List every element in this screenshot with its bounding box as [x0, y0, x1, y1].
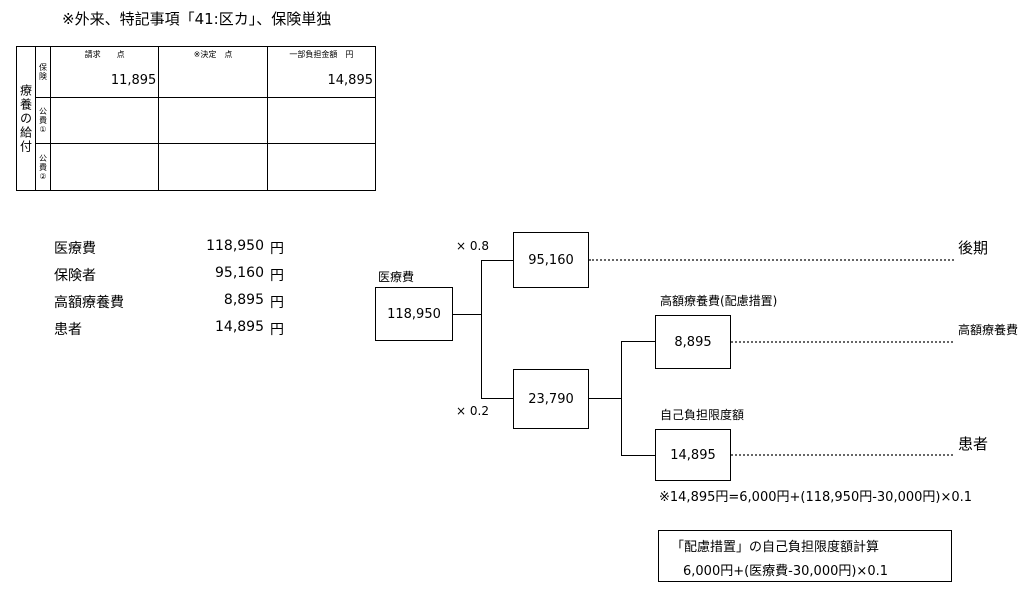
col-header-decision: ※決定 点: [193, 50, 233, 59]
kougaku-value: 8,895: [674, 334, 712, 350]
side-label: 療養の給付: [16, 46, 36, 191]
upper-value: 95,160: [528, 252, 574, 268]
right-label-patient: 患者: [958, 435, 989, 453]
summary-row-patient: 患者 14,895 円: [54, 319, 284, 341]
col-header-copay: 一部負担金額 円: [289, 50, 354, 59]
copay-amount-value: 14,895: [327, 73, 374, 88]
claim-points-value: 11,895: [110, 73, 157, 88]
copay-cell: 一部負担金額 円 14,895: [266, 46, 377, 98]
calc-note: ※14,895円=6,000円+(118,950円-30,000円)×0.1: [659, 490, 973, 505]
summary-row-medical: 医療費 118,950 円: [54, 238, 284, 260]
table-cell: [49, 96, 160, 145]
summary-label: 医療費: [54, 241, 96, 257]
kougaku-box: 8,895: [655, 315, 731, 369]
header-note: ※外来、特記事項「41:区カ」、保険単独: [62, 10, 332, 28]
connector: [621, 341, 655, 342]
summary-label: 患者: [54, 322, 82, 338]
row-label-insurance: 保険: [35, 46, 51, 98]
claim-cell: 請求 点 11,895: [49, 46, 160, 98]
summary-unit: 円: [270, 295, 284, 311]
upper-box: 95,160: [513, 232, 589, 288]
lower-value: 23,790: [528, 391, 574, 407]
root-value: 118,950: [387, 306, 441, 322]
right-label-kougaku: 高額療養費: [958, 323, 1019, 337]
dotted-leader: [731, 341, 953, 343]
connector: [481, 260, 482, 398]
summary-row-kougaku: 高額療養費 8,895 円: [54, 292, 284, 314]
connector: [621, 455, 655, 456]
summary-label: 保険者: [54, 268, 96, 284]
claim-table: 療養の給付 保険 請求 点 11,895 ※決定 点 一部負担金額 円 14,8…: [16, 46, 377, 191]
connector: [481, 398, 513, 399]
lower-box: 23,790: [513, 369, 589, 429]
root-label: 医療費: [378, 270, 415, 284]
summary-unit: 円: [270, 268, 284, 284]
connector: [589, 398, 621, 399]
limit-value: 14,895: [670, 447, 716, 463]
table-cell: [266, 143, 377, 191]
table-cell: [266, 96, 377, 145]
col-header-claim: 請求 点: [84, 50, 125, 59]
kougaku-heading: 高額療養費(配慮措置): [660, 294, 778, 308]
right-label-kouki: 後期: [958, 239, 989, 257]
decision-cell: ※決定 点: [158, 46, 268, 98]
summary-unit: 円: [270, 322, 284, 338]
formula-title: 「配慮措置」の自己負担限度額計算: [671, 540, 880, 555]
limit-heading: 自己負担限度額: [660, 408, 745, 422]
multiplier-upper: × 0.8: [456, 239, 489, 253]
row-label-public1: 公費①: [35, 96, 51, 145]
summary-label: 高額療養費: [54, 295, 124, 311]
summary-unit: 円: [270, 241, 284, 257]
dotted-leader: [589, 259, 954, 261]
summary-value: 14,895: [215, 319, 264, 335]
multiplier-lower: × 0.2: [456, 404, 489, 418]
table-cell: [49, 143, 160, 191]
formula-text: 6,000円+(医療費-30,000円)×0.1: [683, 564, 888, 579]
table-cell: [158, 143, 268, 191]
row-label-public2: 公費②: [35, 143, 51, 191]
connector: [481, 260, 513, 261]
connector: [453, 314, 481, 315]
summary-row-insurer: 保険者 95,160 円: [54, 265, 284, 287]
table-cell: [158, 96, 268, 145]
root-box: 118,950: [375, 287, 453, 341]
summary-value: 8,895: [223, 292, 264, 308]
formula-box: 「配慮措置」の自己負担限度額計算 6,000円+(医療費-30,000円)×0.…: [658, 530, 952, 582]
limit-box: 14,895: [655, 429, 731, 481]
connector: [621, 341, 622, 455]
summary-value: 95,160: [215, 265, 264, 281]
dotted-leader: [731, 454, 953, 456]
summary-value: 118,950: [206, 238, 264, 254]
